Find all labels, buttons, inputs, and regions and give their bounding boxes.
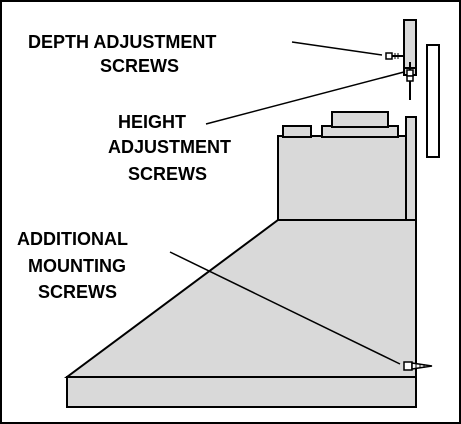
- wall-panel: [426, 44, 440, 158]
- height-adjustment-screw: [404, 67, 416, 82]
- label-mounting-line3: SCREWS: [38, 282, 117, 302]
- duct-collar-left: [282, 125, 312, 138]
- rear-mounting-strip: [405, 116, 417, 221]
- leader-mounting: [169, 251, 401, 365]
- label-height-line3: SCREWS: [128, 164, 207, 184]
- label-height-line2: ADJUSTMENT: [108, 137, 231, 157]
- blower-housing: [277, 135, 407, 221]
- hood-bottom-lip: [66, 376, 417, 408]
- label-height-line1: HEIGHT: [118, 112, 186, 132]
- depth-adjustment-screw: [385, 52, 404, 60]
- label-mounting-line1: ADDITIONAL: [17, 229, 128, 249]
- label-depth-line1: DEPTH ADJUSTMENT: [28, 32, 216, 52]
- leader-depth: [291, 41, 383, 56]
- duct-collar-right-top: [331, 111, 389, 128]
- leader-height: [205, 71, 405, 125]
- label-mounting-line2: MOUNTING: [28, 256, 126, 276]
- label-depth-line2: SCREWS: [100, 56, 179, 76]
- additional-mounting-screw: [403, 361, 433, 371]
